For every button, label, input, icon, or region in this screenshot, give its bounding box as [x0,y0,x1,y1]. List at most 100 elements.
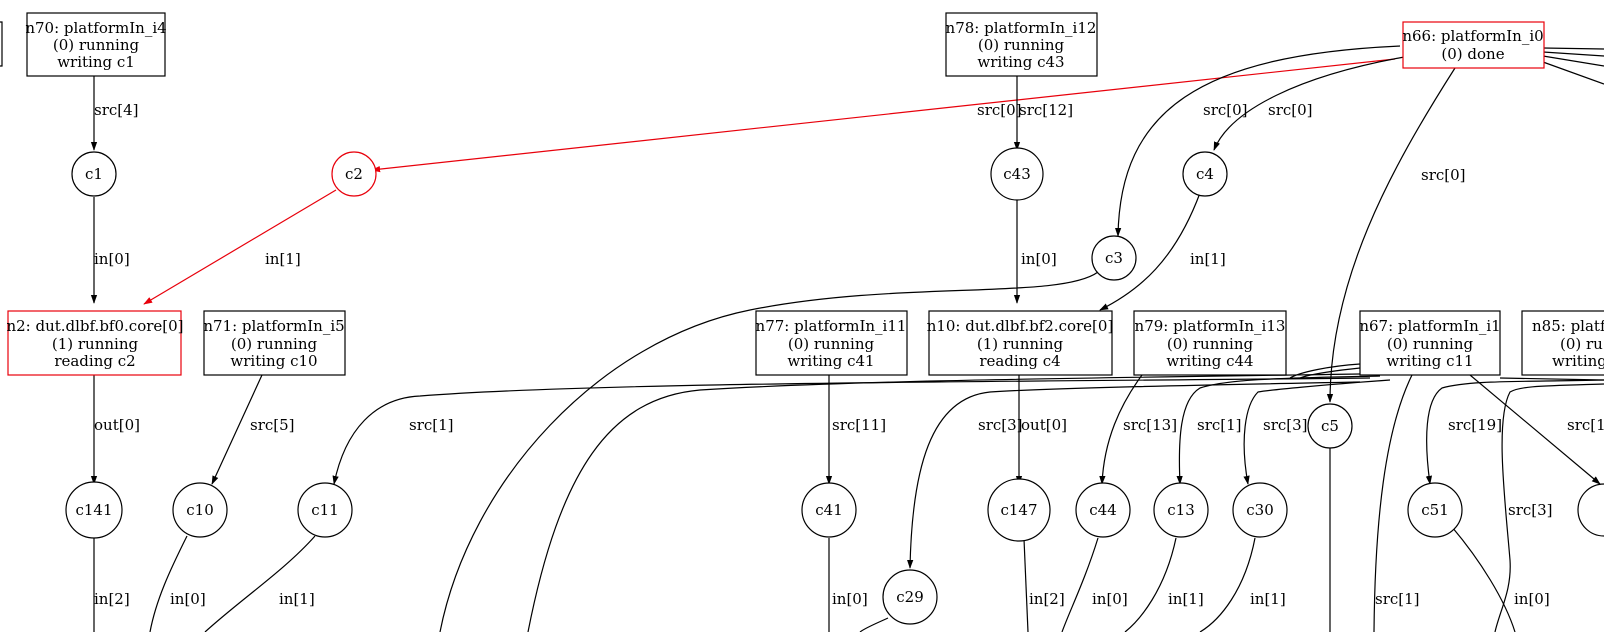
node-n67[interactable]: n67: platformIn_i1 (0) running writing c… [1359,310,1501,376]
node-c147-label: c147 [1000,501,1037,519]
node-n79-line2: (0) running [1167,335,1254,353]
edge-label: in[1] [1190,250,1226,268]
edge-n85-down [1494,383,1604,632]
node-n70-line3: writing c1 [57,53,135,71]
edge-label: src[3] [1508,501,1553,519]
edge-label: src[19] [1448,416,1502,434]
node-c141-label: c141 [75,501,112,519]
node-c147[interactable]: c147 [987,478,1051,542]
node-c41-circle [801,482,857,538]
edge-label: in[2] [1029,590,1065,608]
edge-n66-right-2 [1542,51,1604,57]
node-c2-label: c2 [345,165,363,183]
edge-c2-n2 [143,189,337,305]
edge-n66-c2 [371,58,1396,173]
edge-n67-right-down [1469,374,1601,485]
node-n77-line1: n77: platformIn_i11 [756,317,907,335]
node-c5-label: c5 [1321,417,1339,435]
edge-n67-right-edge [1499,377,1604,381]
node-n71-line1: n71: platformIn_i5 [203,317,344,335]
node-c13-label: c13 [1167,501,1195,519]
node-n79[interactable]: n79: platformIn_i13 (0) running writing … [1133,310,1287,376]
node-c141[interactable]: c141 [65,481,123,539]
node-c11[interactable]: c11 [297,482,353,538]
edge-label: in[1] [279,590,315,608]
node-c41-label: c41 [815,501,843,519]
node-n85-line1: n85: platfo [1532,317,1604,335]
edge-n67-c29 [907,381,1361,569]
node-c5-circle [1307,403,1353,449]
edge-label: in[0] [832,590,868,608]
edges [90,45,1604,632]
node-n77[interactable]: n77: platformIn_i11 (0) running writing … [755,310,908,376]
node-c4-label: c4 [1196,165,1214,183]
edge-label: src[11] [832,416,886,434]
node-c30[interactable]: c30 [1232,482,1288,538]
node-n79-line1: n79: platformIn_i13 [1135,317,1286,335]
edge-label: in[1] [1168,590,1204,608]
edge-label: src[13] [1123,416,1177,434]
node-c1[interactable]: c1 [71,151,117,197]
node-c44[interactable]: c44 [1075,482,1131,538]
node-c29[interactable]: c29 [882,569,938,625]
node-n85-line3: writing [1552,352,1604,370]
node-n85[interactable]: n85: platfo (0) ru writing [1521,310,1604,376]
edge-n79-c44 [1099,374,1143,485]
node-n2-box [7,310,182,376]
edge-label: in[0] [1092,590,1128,608]
node-c10[interactable]: c10 [172,482,228,538]
edge-n66-right-3 [1542,55,1604,67]
node-n79-line3: writing c44 [1166,352,1253,370]
edge-n67-c11 [332,377,1371,485]
edge-n67-c13 [1176,375,1381,485]
node-n2-line1: n2: dut.dlbf.bf0.core[0] [6,317,183,335]
node-n71-box [203,310,346,376]
node-c51[interactable]: c51 [1407,482,1463,538]
node-c5[interactable]: c5 [1307,403,1353,449]
node-n70[interactable]: n70: platformIn_i4 (0) running writing c… [25,12,167,77]
node-n78-line2: (0) running [978,36,1065,54]
edge-label: src[1 [1567,416,1604,434]
edge-labels: src[4] in[0] in[1] src[0] src[12] src[0]… [94,101,1604,608]
node-n67-line1: n67: platformIn_i1 [1359,317,1500,335]
node-c43[interactable]: c43 [990,147,1044,201]
edge-label: src[0] [1203,101,1248,119]
node-n10[interactable]: n10: dut.dlbf.bf2.core[0] (1) running re… [927,310,1114,376]
node-c3[interactable]: c3 [1091,235,1137,281]
node-n67-box [1359,310,1501,376]
edge-label: src[4] [94,101,139,119]
node-n71[interactable]: n71: platformIn_i5 (0) running writing c… [203,310,346,376]
node-n77-box [755,310,908,376]
edge-c51-down [1451,526,1516,632]
edge-label: src[0] [1421,166,1466,184]
node-n10-line1: n10: dut.dlbf.bf2.core[0] [927,317,1114,335]
node-n85-box [1521,310,1604,376]
node-n70-box [26,12,166,77]
node-n2[interactable]: n2: dut.dlbf.bf0.core[0] (1) running rea… [6,310,184,376]
node-c29-label: c29 [896,588,924,606]
node-c13[interactable]: c13 [1153,482,1209,538]
edge-label: out[0] [1021,416,1067,434]
node-n78[interactable]: n78: platformIn_i12 (0) running writing … [945,12,1098,77]
edge-n71-c10 [211,374,263,485]
edge-label: in[0] [1021,250,1057,268]
node-n2-line2: (1) running [52,335,139,353]
node-c51-label: c51 [1421,501,1449,519]
node-c141-circle [65,481,123,539]
edge-n66-right-4 [1542,61,1604,85]
node-c2[interactable]: c2 [331,151,377,197]
edge-n66-c4 [1213,55,1411,151]
node-c4-circle [1182,151,1228,197]
node-c41[interactable]: c41 [801,482,857,538]
node-n67-line3: writing c11 [1386,352,1473,370]
edge-label: src[5] [250,416,295,434]
edge-n66-c3 [1114,45,1401,237]
node-c2-circle [331,151,377,197]
edge-n67-n85-b [1299,367,1361,379]
node-c30-label: c30 [1246,501,1274,519]
node-c4[interactable]: c4 [1182,151,1228,197]
node-n66[interactable]: n66: platformIn_i0 (0) done [1402,21,1545,69]
edge-label: in[0] [170,590,206,608]
edge-n85-c51 [1425,379,1604,485]
